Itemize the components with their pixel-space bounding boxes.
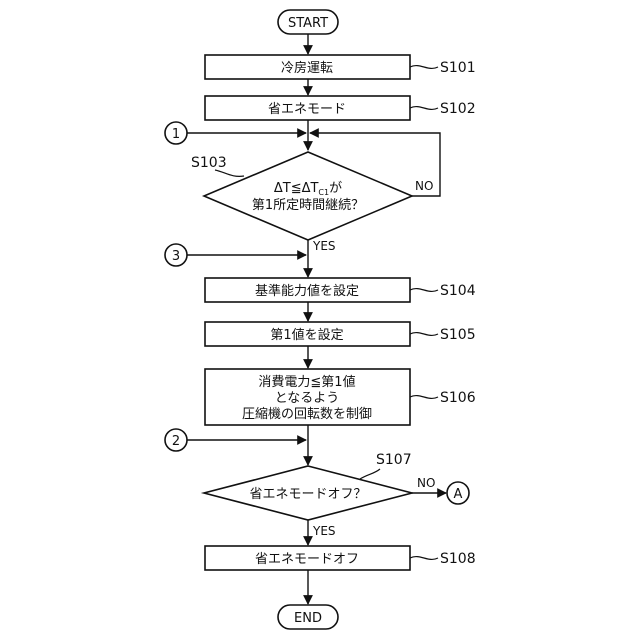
decision-s107: 省エネモードオフ？ <box>204 466 412 520</box>
leader-s108 <box>410 557 438 560</box>
connector-2-label: 2 <box>172 434 180 449</box>
step-id-s108: S108 <box>440 551 476 567</box>
leader-s101 <box>410 66 438 69</box>
step-s108-text: 省エネモードオフ <box>255 552 359 567</box>
decision-s103-line1: ΔT≦ΔTC1が <box>274 181 342 197</box>
step-s105-box: 第1値を設定 <box>205 322 410 346</box>
step-s106-line2: となるよう <box>275 391 340 406</box>
leader-s107 <box>360 469 380 479</box>
connector-1-label: 1 <box>172 127 180 142</box>
edge-label-no-s103: NO <box>415 179 433 193</box>
step-id-s103: S103 <box>191 155 227 171</box>
connector-a: A <box>447 482 469 504</box>
leader-s104 <box>410 289 438 292</box>
step-s101-box: 冷房運転 <box>205 55 410 79</box>
edge-label-yes-s103: YES <box>312 239 336 253</box>
step-s106-box: 消費電力≦第1値 となるよう 圧縮機の回転数を制御 <box>205 369 410 425</box>
connector-3: 3 <box>165 244 187 266</box>
connector-2: 2 <box>165 429 187 451</box>
decision-s103-line2: 第1所定時間継続？ <box>252 198 364 213</box>
edge-label-yes-s107: YES <box>312 524 336 538</box>
decision-s107-text: 省エネモードオフ？ <box>249 487 366 502</box>
step-id-s101: S101 <box>440 60 476 76</box>
connector-1: 1 <box>165 122 187 144</box>
step-s101-text: 冷房運転 <box>281 60 333 76</box>
step-s105-text: 第1値を設定 <box>270 327 343 343</box>
step-s102-box: 省エネモード <box>205 96 410 120</box>
end-label: END <box>294 611 322 626</box>
step-id-s106: S106 <box>440 390 476 406</box>
connector-a-label: A <box>454 487 463 502</box>
step-id-s105: S105 <box>440 327 476 343</box>
step-s102-text: 省エネモード <box>268 102 346 117</box>
decision-s103: ΔT≦ΔTC1が 第1所定時間継続？ <box>204 152 412 240</box>
step-s106-line1: 消費電力≦第1値 <box>258 374 355 390</box>
start-label: START <box>288 16 328 31</box>
leader-s102 <box>410 107 438 110</box>
leader-s106 <box>410 396 438 399</box>
step-id-s102: S102 <box>440 101 476 117</box>
step-s106-line3: 圧縮機の回転数を制御 <box>242 406 372 422</box>
step-s104-box: 基準能力値を設定 <box>205 278 410 302</box>
leader-s103 <box>215 170 244 176</box>
step-id-s104: S104 <box>440 283 476 299</box>
end-terminal: END <box>278 605 338 629</box>
connector-3-label: 3 <box>172 249 180 264</box>
start-terminal: START <box>278 10 338 34</box>
step-s108-box: 省エネモードオフ <box>205 546 410 570</box>
leader-s105 <box>410 333 438 336</box>
step-id-s107: S107 <box>376 452 412 468</box>
edge-label-no-s107: NO <box>417 476 435 490</box>
step-s104-text: 基準能力値を設定 <box>255 283 359 299</box>
